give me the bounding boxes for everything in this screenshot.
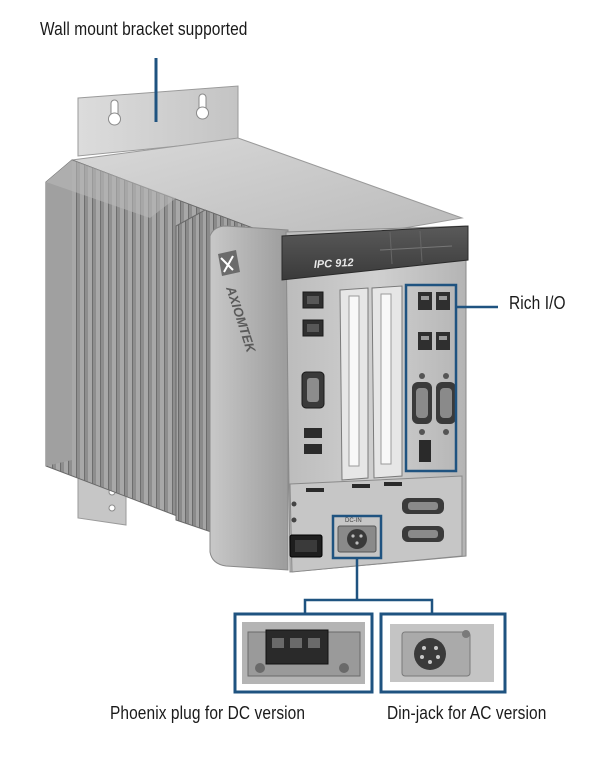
keyhole-slot-left — [108, 99, 121, 126]
expansion-slots — [339, 285, 403, 481]
din-jack-label: Din-jack for AC version — [387, 703, 547, 723]
dc-in-label: DC-IN — [345, 518, 362, 524]
din-jack-inset — [379, 612, 507, 694]
power-switch — [289, 534, 323, 558]
dc-in-connector: DC-IN — [337, 518, 377, 553]
vga-port — [301, 371, 325, 409]
keyhole-slot-right — [196, 93, 209, 120]
front-panel: IPC 912 — [281, 225, 469, 573]
side-panel: AXIOMTEK — [209, 225, 289, 571]
phoenix-plug-label: Phoenix plug for DC version — [110, 703, 306, 723]
rich-io-label: Rich I/O — [509, 293, 566, 313]
brand-logo — [218, 250, 240, 276]
usb-ports — [418, 292, 450, 350]
lower-com-ports — [402, 498, 444, 542]
rich-io-highlight-box — [404, 283, 458, 473]
power-split-bar — [303, 598, 434, 614]
wall-mount-label: Wall mount bracket supported — [40, 19, 248, 39]
phoenix-plug-inset — [233, 612, 374, 694]
com-ports — [412, 373, 456, 435]
lan-ports — [302, 291, 324, 337]
model-label: IPC 912 — [314, 257, 354, 271]
callout-lines — [154, 58, 498, 614]
display-strip — [281, 225, 469, 281]
